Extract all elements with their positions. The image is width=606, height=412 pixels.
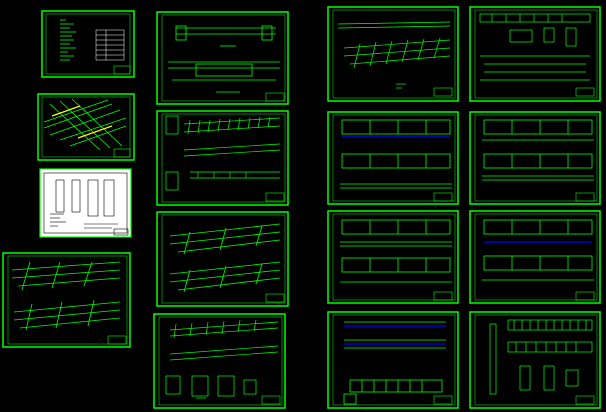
col2-bottom-sheet[interactable] [153,313,286,409]
col3-perspective-sheet[interactable] [327,6,459,102]
col3-bottom-sheet[interactable] [327,311,459,409]
col4-bottom-sheet[interactable] [469,311,601,409]
title-block [113,65,131,75]
col2-perspective-sheet[interactable] [156,211,289,307]
col3-beam-sheet-2[interactable] [327,210,459,304]
col2-elevation-sheet[interactable] [156,11,289,105]
col4-detail-sheet[interactable] [469,6,601,102]
col3-beam-sheet[interactable] [327,111,459,205]
white-detail-sheet[interactable] [39,168,132,238]
index-table [95,29,125,61]
left-perspective-sheet[interactable] [2,252,131,348]
col4-beam-sheet-2[interactable] [469,210,601,304]
col4-beam-sheet[interactable] [469,111,601,205]
cover-index-sheet[interactable] [41,10,135,78]
col2-rebar-sheet[interactable] [156,110,289,206]
skew-plan-sheet[interactable] [37,93,135,161]
index-text-lines [60,19,76,61]
